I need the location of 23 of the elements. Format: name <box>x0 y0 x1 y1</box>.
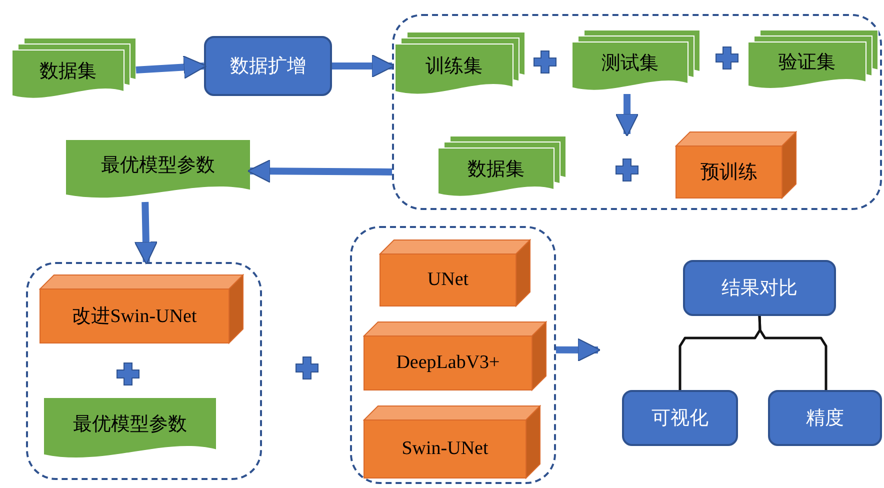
rounded-box <box>622 390 738 446</box>
node-label: 结果对比 <box>722 277 798 301</box>
block-arrow <box>136 55 207 79</box>
rounded-box <box>768 390 882 446</box>
node-label: 训练集 <box>426 54 482 79</box>
node-label: 数据扩增 <box>230 55 306 79</box>
node-label: 最优模型参数 <box>73 412 187 437</box>
block-arrow <box>615 94 639 137</box>
brace-connector <box>758 316 828 390</box>
dashed-group-frame <box>392 14 882 210</box>
node-label: 测试集 <box>602 52 658 76</box>
node-label: 数据集 <box>468 158 524 182</box>
node-label: 可视化 <box>652 407 708 431</box>
rounded-box <box>683 260 836 316</box>
node-label: 精度 <box>806 407 844 431</box>
block-arrow <box>332 54 395 78</box>
block-arrow <box>556 338 601 362</box>
node-label: 数据集 <box>40 60 96 84</box>
block-arrow <box>247 159 392 183</box>
rounded-box <box>204 36 332 96</box>
node-label: 最优模型参数 <box>101 154 215 178</box>
block-arrow <box>134 202 158 265</box>
node-label: 验证集 <box>778 51 836 75</box>
